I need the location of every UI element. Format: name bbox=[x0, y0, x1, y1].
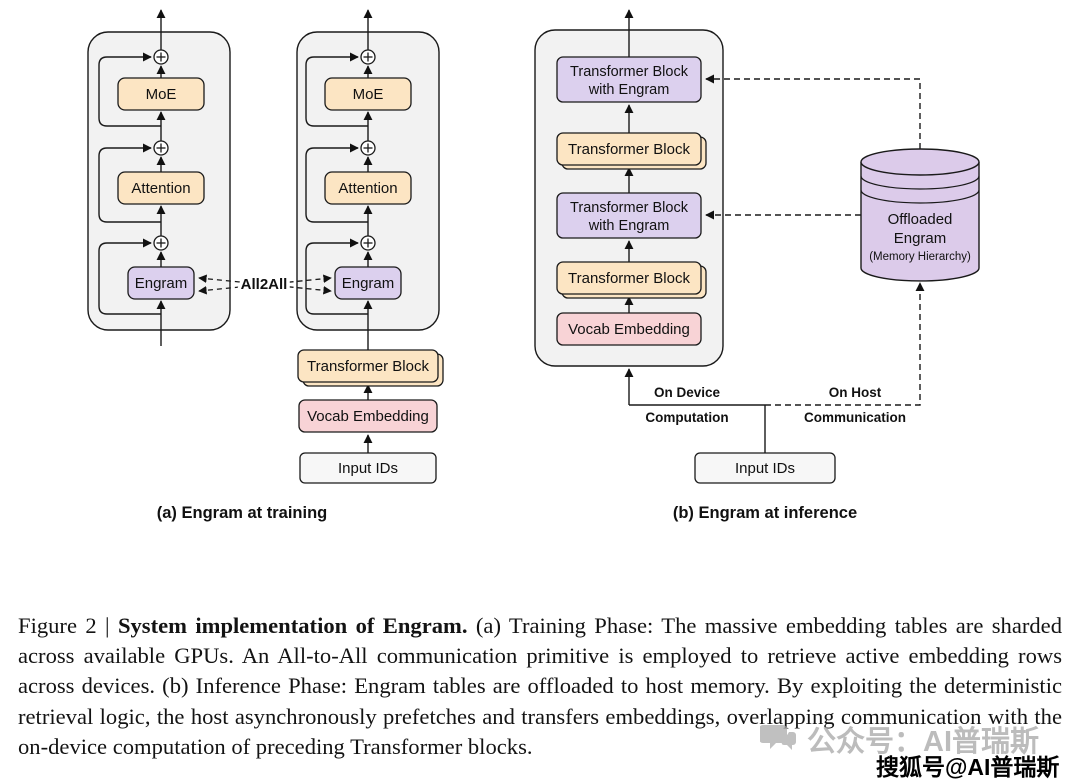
add-op-icon bbox=[153, 235, 169, 251]
engram-block-label-line1: Transformer Block bbox=[570, 200, 689, 216]
training-shard-left: Engram Attention MoE bbox=[87, 9, 231, 346]
add-op-icon bbox=[153, 49, 169, 65]
device-computation-paths bbox=[624, 368, 766, 453]
on-host-label-line2: Communication bbox=[804, 410, 906, 425]
watermark-wechat-text: 公众号：AI普瑞斯 bbox=[807, 726, 1040, 758]
training-shard-right: Engram Attention MoE bbox=[296, 9, 440, 350]
on-device-label-line2: Computation bbox=[645, 410, 728, 425]
database-ring bbox=[860, 189, 980, 204]
moe-block bbox=[117, 77, 205, 111]
attention-block bbox=[324, 171, 412, 205]
vocab-embedding-block bbox=[298, 399, 438, 433]
input-ids-block bbox=[299, 452, 437, 484]
host-communication-paths bbox=[705, 74, 925, 406]
engram-label: Engram bbox=[342, 275, 395, 292]
offloaded-engram-label-line1: Offloaded bbox=[888, 211, 953, 228]
attention-label: Attention bbox=[131, 180, 190, 197]
on-device-label-line1: On Device bbox=[654, 385, 721, 400]
watermark-sohu: 搜狐号@AI普瑞斯 bbox=[876, 748, 1059, 782]
figure-caption-body: (a) Training Phase: The massive embeddin… bbox=[18, 612, 1062, 760]
engram-block-label-line2: with Engram bbox=[588, 82, 670, 98]
transformer-block bbox=[556, 261, 702, 295]
moe-label: MoE bbox=[353, 86, 384, 103]
moe-block bbox=[324, 77, 412, 111]
offloaded-engram-database: Offloaded Engram (Memory Hierarchy) bbox=[860, 148, 980, 282]
figure-diagram: Engram Attention MoE bbox=[87, 9, 980, 522]
flow-lines-left-shard bbox=[98, 9, 166, 346]
all2all-label: All2All bbox=[241, 276, 288, 293]
panel-b: Vocab Embedding Transformer Block Transf… bbox=[534, 9, 980, 522]
engram-label: Engram bbox=[135, 275, 188, 292]
input-ids-label: Input IDs bbox=[338, 460, 398, 477]
transformer-block-with-engram bbox=[556, 56, 702, 103]
add-op-icon bbox=[360, 235, 376, 251]
vocab-embedding-label: Vocab Embedding bbox=[307, 408, 429, 425]
figure-caption: Figure 2 | System implementation of Engr… bbox=[18, 611, 1062, 763]
transformer-block-with-engram bbox=[556, 192, 702, 239]
training-input-stack: Transformer Block Vocab Embedding Input … bbox=[297, 349, 444, 484]
input-ids-block bbox=[694, 452, 836, 484]
transformer-block-label: Transformer Block bbox=[568, 270, 690, 287]
transformer-block-label: Transformer Block bbox=[568, 141, 690, 158]
panel-a-caption: (a) Engram at training bbox=[157, 504, 328, 522]
add-op-icon bbox=[153, 140, 169, 156]
all2all-dashed-arrow bbox=[198, 274, 332, 295]
engram-block-label-line2: with Engram bbox=[588, 218, 670, 234]
engram-block bbox=[127, 266, 195, 300]
database-ring bbox=[860, 175, 980, 190]
panel-b-caption: (b) Engram at inference bbox=[673, 504, 857, 522]
prefetch-arrow-top bbox=[705, 74, 921, 149]
offloaded-engram-label-line2: Engram bbox=[894, 230, 947, 247]
all2all-exchange: All2All bbox=[198, 273, 332, 297]
vocab-embedding-block bbox=[556, 312, 702, 346]
figure-caption-bold: System implementation of Engram. bbox=[117, 612, 468, 638]
moe-label: MoE bbox=[146, 86, 177, 103]
engram-block-label-line1: Transformer Block bbox=[570, 64, 689, 80]
add-op-icon bbox=[360, 140, 376, 156]
attention-block bbox=[117, 171, 205, 205]
vocab-embedding-label: Vocab Embedding bbox=[568, 321, 690, 338]
watermark-wechat: 公众号：AI普瑞斯 bbox=[760, 718, 1039, 760]
transformer-block bbox=[556, 132, 702, 166]
chat-bubbles-icon bbox=[760, 725, 796, 750]
on-host-label-line1: On Host bbox=[829, 385, 882, 400]
input-ids-label: Input IDs bbox=[735, 460, 795, 477]
engram-block bbox=[334, 266, 402, 300]
add-op-icon bbox=[360, 49, 376, 65]
attention-label: Attention bbox=[338, 180, 397, 197]
panel-a: Engram Attention MoE bbox=[87, 9, 444, 522]
host-upload-arrow bbox=[765, 282, 925, 406]
database-cylinder-body bbox=[860, 162, 980, 282]
figure-caption-prefix: Figure 2 | bbox=[18, 612, 118, 638]
transformer-block-label: Transformer Block bbox=[307, 358, 429, 375]
transformer-block bbox=[297, 349, 439, 383]
database-cylinder-top bbox=[860, 148, 980, 176]
offloaded-engram-label-line3: (Memory Hierarchy) bbox=[869, 251, 971, 263]
watermark-sohu-text: 搜狐号@AI普瑞斯 bbox=[876, 754, 1060, 780]
